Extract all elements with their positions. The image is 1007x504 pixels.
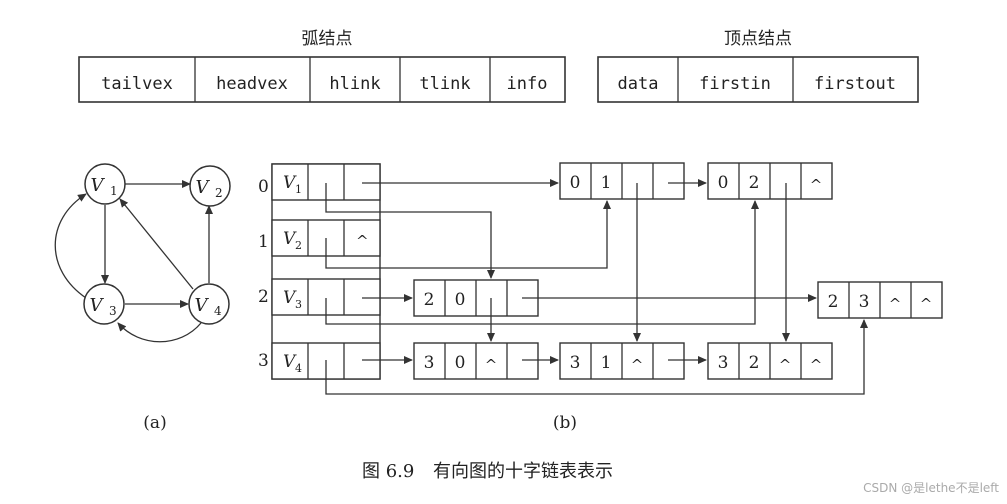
figure-caption: 图 6.9 有向图的十字链表表示 <box>362 461 613 482</box>
arc-field-tlink: tlink <box>419 74 470 94</box>
caption-figure-number: 图 6.9 <box>362 461 414 482</box>
svg-text:0: 0 <box>455 290 466 310</box>
svg-text:3: 3 <box>570 353 581 373</box>
list-index-0: 0 <box>258 177 269 197</box>
edge-v4-v3 <box>117 322 202 343</box>
svg-text:1: 1 <box>110 184 118 198</box>
arc-node-3-0: 3 0 ^ <box>413 342 539 380</box>
graph-a-label: (a) <box>143 413 166 433</box>
svg-text:4: 4 <box>295 362 302 375</box>
vertex-node-box <box>597 56 919 103</box>
svg-text:^: ^ <box>810 356 823 374</box>
arc-field-headvex: headvex <box>216 74 288 94</box>
svg-text:V: V <box>283 229 297 249</box>
svg-text:^: ^ <box>356 232 369 250</box>
graph-vertex-v4: V 4 <box>188 283 230 325</box>
svg-text:2: 2 <box>215 186 223 200</box>
svg-text:V: V <box>283 288 297 308</box>
svg-text:V: V <box>196 177 211 198</box>
svg-text:^: ^ <box>779 356 792 374</box>
svg-text:1: 1 <box>601 353 612 373</box>
edge-v4-v1 <box>119 198 194 290</box>
vertex-node-structure: 顶点结点 data firstin firstout <box>597 29 919 103</box>
svg-text:V: V <box>283 173 297 193</box>
arc-node-0-2: 0 2 ^ <box>707 162 833 200</box>
arc-node-3-1: 3 1 ^ <box>559 342 685 380</box>
list-index-2: 2 <box>258 287 269 307</box>
svg-text:4: 4 <box>214 304 222 318</box>
svg-text:^: ^ <box>631 356 644 374</box>
arc-field-hlink: hlink <box>329 74 380 94</box>
svg-text:V: V <box>91 175 106 196</box>
vertex-field-firstout: firstout <box>814 74 896 94</box>
svg-text:^: ^ <box>810 176 823 194</box>
svg-text:0: 0 <box>455 353 466 373</box>
vertex-field-data: data <box>618 74 659 94</box>
svg-text:0: 0 <box>570 173 581 193</box>
directed-graph: V 1 V 2 V 3 V 4 (a) <box>54 163 231 433</box>
list-pointers <box>325 179 868 395</box>
svg-text:2: 2 <box>295 239 302 252</box>
svg-text:V: V <box>283 352 297 372</box>
svg-text:V: V <box>90 295 105 316</box>
cross-linked-list: 0 1 2 3 V 1 V 2 ^ V 3 <box>258 162 943 433</box>
svg-text:^: ^ <box>920 295 933 313</box>
svg-text:3: 3 <box>424 353 435 373</box>
vertex-row-2: V 3 <box>271 278 381 316</box>
svg-text:3: 3 <box>859 292 870 312</box>
svg-text:3: 3 <box>109 304 117 318</box>
arc-field-info: info <box>507 74 548 94</box>
list-b-label: (b) <box>553 413 577 433</box>
svg-text:^: ^ <box>889 295 902 313</box>
arc-node-2-3: 2 3 ^ ^ <box>817 281 943 319</box>
svg-text:3: 3 <box>295 298 302 311</box>
graph-vertex-v1: V 1 <box>84 163 126 205</box>
svg-text:0: 0 <box>718 173 729 193</box>
svg-text:1: 1 <box>601 173 612 193</box>
arc-node-2-0: 2 0 <box>413 279 539 317</box>
vertex-field-firstin: firstin <box>699 74 771 94</box>
arc-field-tailvex: tailvex <box>101 74 173 94</box>
svg-text:^: ^ <box>485 356 498 374</box>
svg-text:1: 1 <box>295 183 302 196</box>
edge-v3-v1 <box>54 193 87 299</box>
watermark: CSDN @是lethe不是left <box>863 481 999 495</box>
svg-text:2: 2 <box>749 353 760 373</box>
graph-vertex-v3: V 3 <box>83 283 125 325</box>
svg-text:3: 3 <box>718 353 729 373</box>
svg-text:2: 2 <box>749 173 760 193</box>
vertex-node-title: 顶点结点 <box>724 29 792 49</box>
list-index-1: 1 <box>258 232 269 252</box>
arc-node-0-1: 0 1 <box>559 162 685 200</box>
arc-node-box <box>78 56 566 103</box>
list-index-3: 3 <box>258 351 269 371</box>
arc-node-title: 弧结点 <box>302 29 353 49</box>
svg-text:V: V <box>195 295 210 316</box>
svg-text:2: 2 <box>828 292 839 312</box>
arc-node-structure: 弧结点 tailvex headvex hlink tlink info <box>78 29 566 103</box>
svg-text:2: 2 <box>424 290 435 310</box>
arc-node-3-2: 3 2 ^ ^ <box>707 342 833 380</box>
graph-vertex-v2: V 2 <box>189 165 231 207</box>
caption-text: 有向图的十字链表表示 <box>433 461 613 482</box>
